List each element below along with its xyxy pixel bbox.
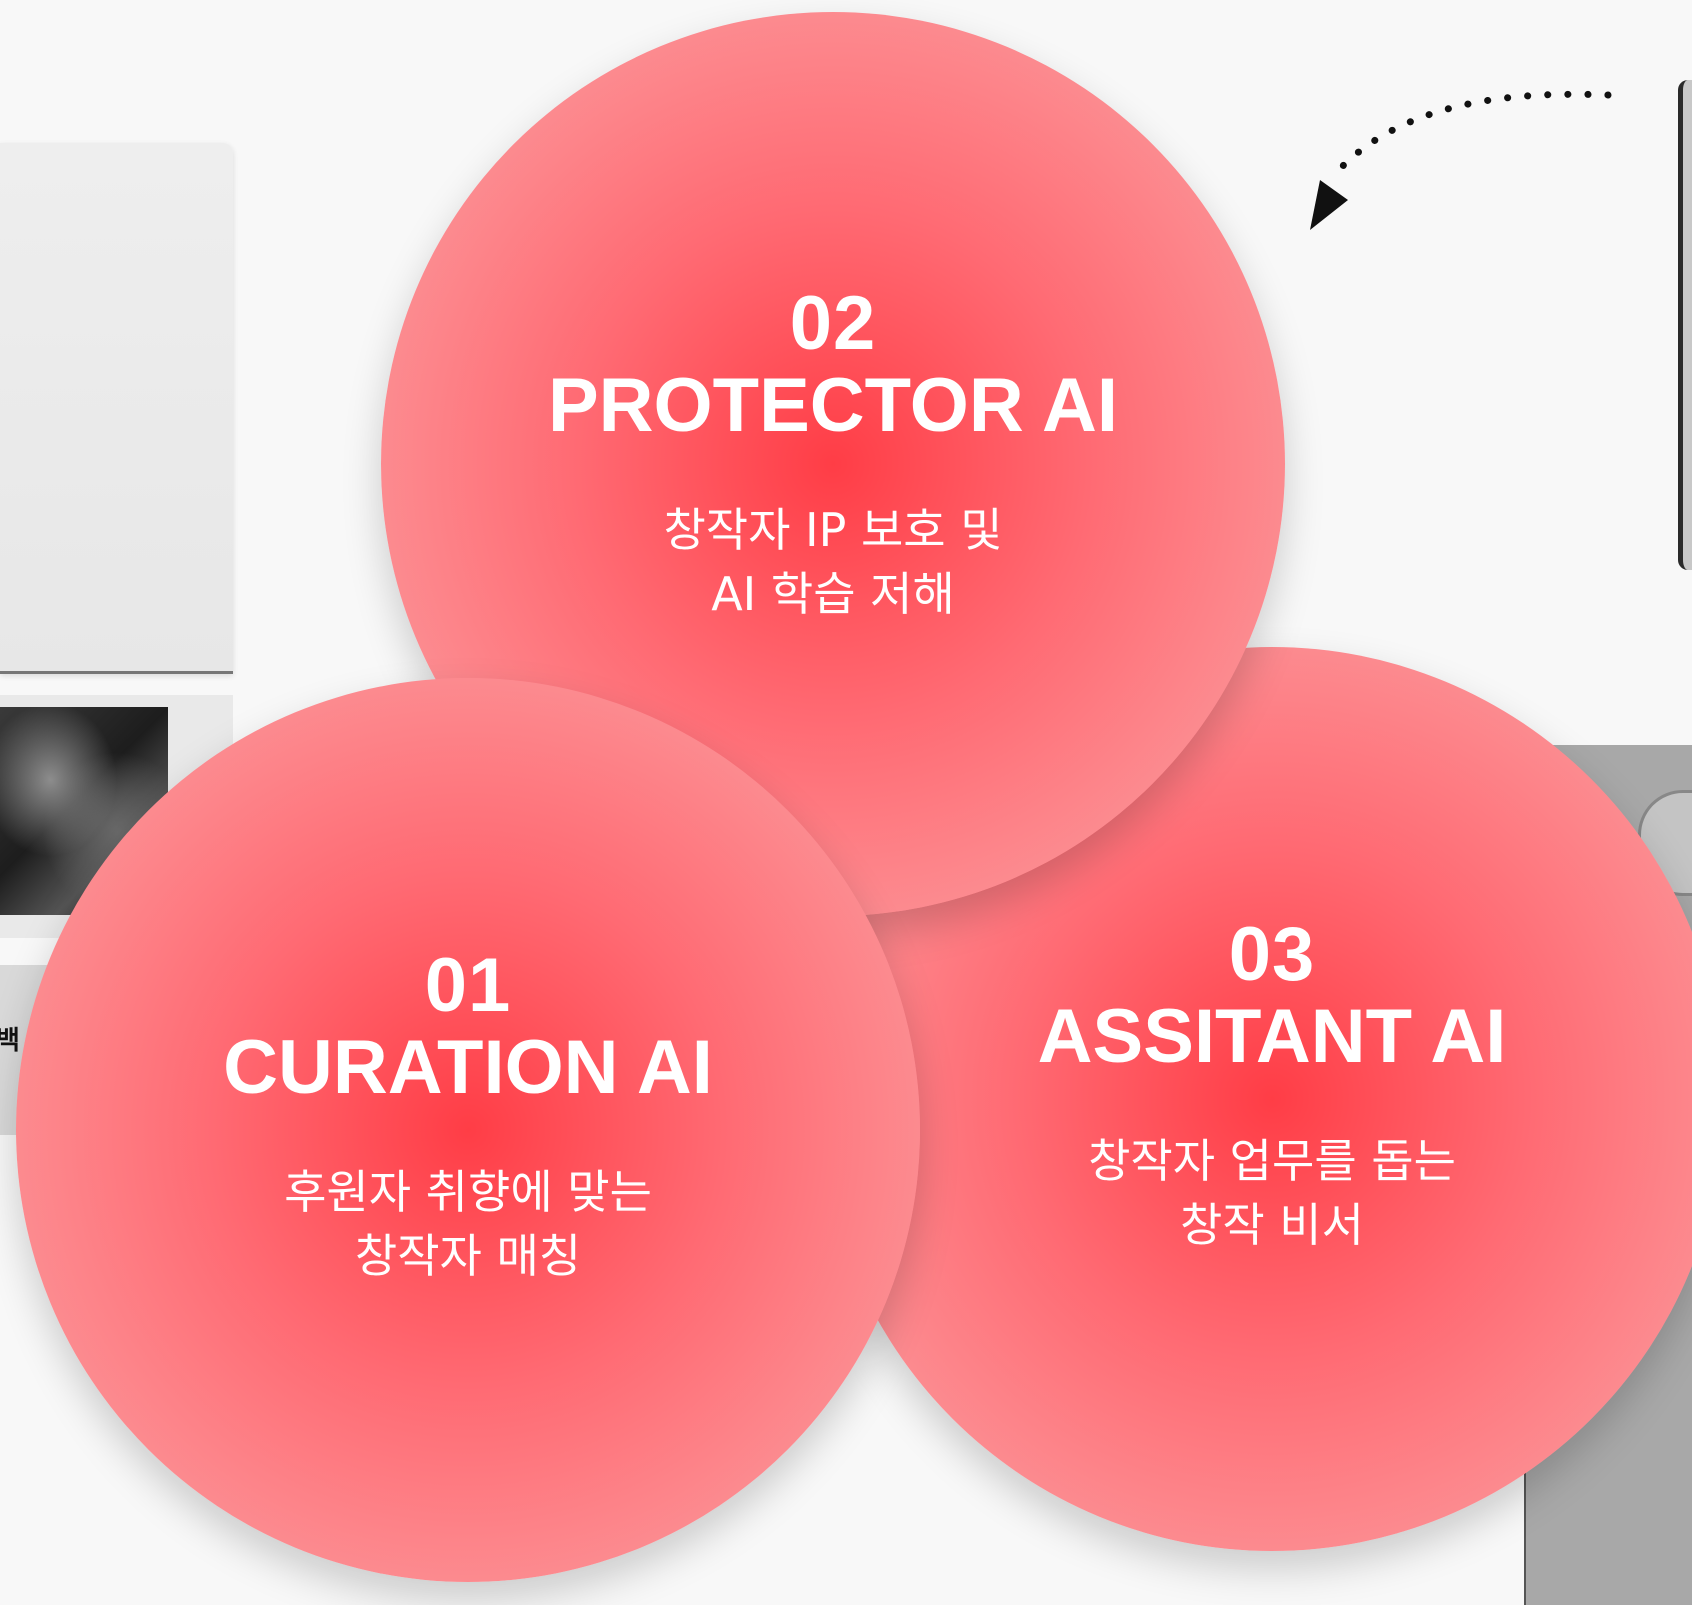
circle-description: 창작자 업무를 돕는 창작 비서 [1088, 1130, 1456, 1257]
background-card-left [0, 143, 233, 674]
background-label-text: 백 [0, 1026, 20, 1056]
description-line: 창작자 매칭 [354, 1228, 582, 1283]
dotted-arrow-icon [1310, 90, 1612, 230]
description-line: 후원자 취향에 맞는 [284, 1165, 652, 1220]
description-line: 창작자 업무를 돕는 [1088, 1134, 1456, 1189]
curation-ai-circle: 01 CURATION AI 후원자 취향에 맞는 창작자 매칭 [16, 678, 920, 1582]
circle-number: 01 [424, 943, 512, 1028]
circle-title: ASSITANT AI [1037, 993, 1507, 1079]
circle-title: CURATION AI [223, 1024, 713, 1110]
circle-description: 후원자 취향에 맞는 창작자 매칭 [284, 1161, 652, 1288]
description-line: 창작 비서 [1180, 1197, 1364, 1252]
circle-number: 02 [789, 281, 877, 366]
circle-title: PROTECTOR AI [547, 362, 1119, 448]
description-line: AI 학습 저해 [711, 566, 955, 621]
circle-number: 03 [1228, 912, 1316, 997]
circle-description: 창작자 IP 보호 및 AI 학습 저해 [663, 499, 1002, 626]
description-line: 창작자 IP 보호 및 [663, 503, 1003, 558]
background-card-right-top [1678, 80, 1692, 570]
